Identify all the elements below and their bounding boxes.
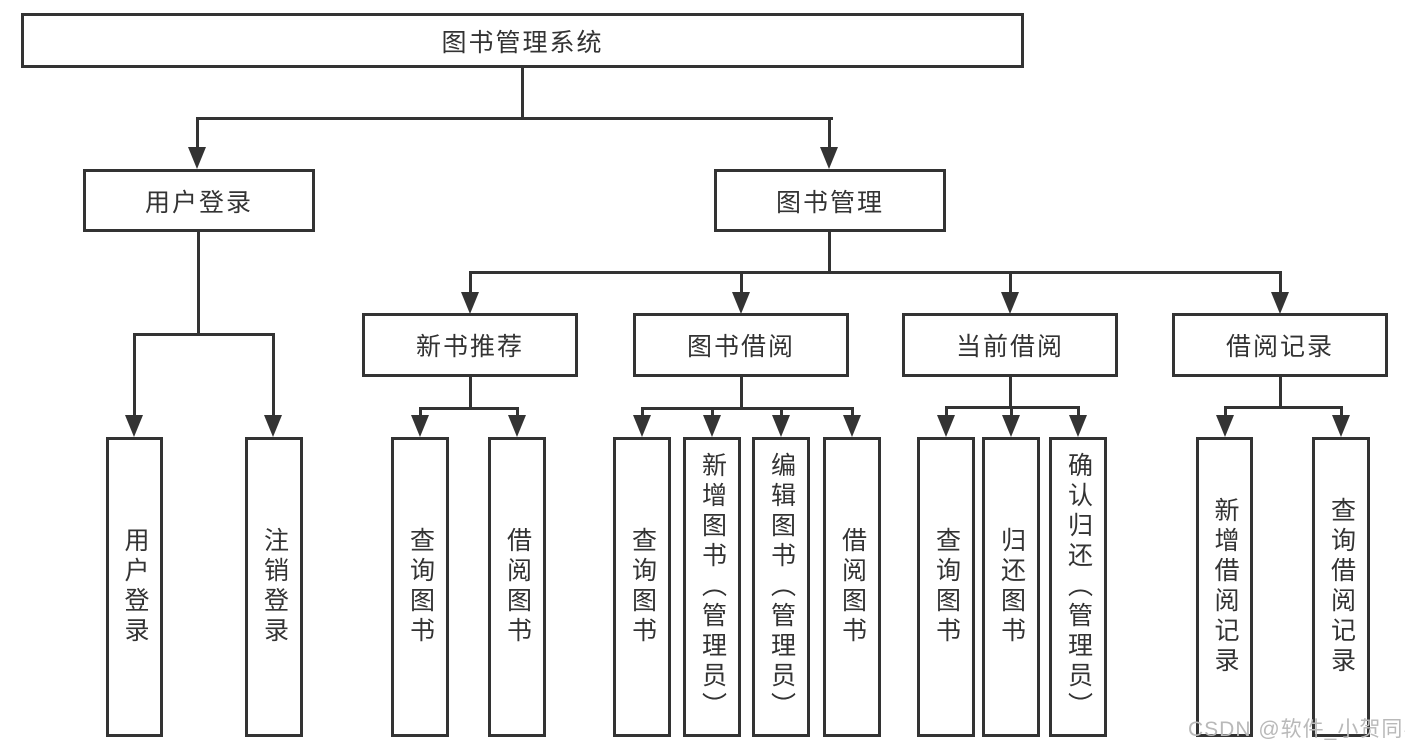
connector-line: [469, 271, 472, 294]
connector-line: [196, 117, 833, 120]
connector-line: [1340, 406, 1343, 417]
arrow-down-icon: [820, 147, 838, 169]
connector-line: [828, 232, 831, 273]
connector-line: [945, 406, 948, 417]
arrow-down-icon: [508, 415, 526, 437]
connector-line: [133, 333, 136, 415]
arrow-down-icon: [937, 415, 955, 437]
arrow-down-icon: [772, 415, 790, 437]
leaf-query-borrow-record: 查询借阅记录: [1312, 437, 1370, 737]
connector-line: [828, 117, 831, 150]
leaf-confirm-return-admin: 确认归还（管理员）: [1049, 437, 1107, 737]
connector-line: [1077, 406, 1080, 417]
connector-line: [469, 271, 1282, 274]
arrow-down-icon: [633, 415, 651, 437]
leaf-borrow-books: 借阅图书: [823, 437, 881, 737]
connector-line: [740, 271, 743, 294]
arrow-down-icon: [1002, 415, 1020, 437]
connector-line: [1010, 406, 1013, 417]
leaf-logout: 注销登录: [245, 437, 303, 737]
node-current-borrowing: 当前借阅: [902, 313, 1118, 377]
connector-line: [851, 407, 854, 417]
leaf-add-books-admin: 新增图书（管理员）: [683, 437, 741, 737]
node-new-book-recommendation: 新书推荐: [362, 313, 578, 377]
leaf-user-login: 用户登录: [106, 437, 163, 737]
connector-line: [521, 68, 524, 119]
arrow-down-icon: [1069, 415, 1087, 437]
leaf-query-books: 查询图书: [391, 437, 449, 737]
connector-line: [1009, 271, 1012, 294]
connector-line: [1279, 271, 1282, 294]
node-book-management: 图书管理: [714, 169, 946, 232]
connector-line: [1009, 377, 1012, 409]
csdn-watermark: CSDN @软件_小贺同学: [1188, 718, 1405, 741]
node-user-login: 用户登录: [83, 169, 315, 232]
leaf-borrow-books: 借阅图书: [488, 437, 546, 737]
arrow-down-icon: [1001, 292, 1019, 314]
arrow-down-icon: [703, 415, 721, 437]
arrow-down-icon: [1332, 415, 1350, 437]
connector-line: [196, 117, 199, 150]
connector-line: [197, 232, 200, 335]
node-book-borrowing: 图书借阅: [633, 313, 849, 377]
connector-line: [780, 407, 783, 417]
connector-line: [516, 407, 519, 417]
connector-line: [1224, 406, 1342, 409]
leaf-query-books: 查询图书: [917, 437, 975, 737]
arrow-down-icon: [1271, 292, 1289, 314]
leaf-query-books: 查询图书: [613, 437, 671, 737]
leaf-return-books: 归还图书: [982, 437, 1040, 737]
arrow-down-icon: [411, 415, 429, 437]
arrow-down-icon: [125, 415, 143, 437]
connector-line: [133, 333, 275, 336]
connector-line: [740, 377, 743, 410]
leaf-add-borrow-record: 新增借阅记录: [1196, 437, 1253, 737]
arrow-down-icon: [1216, 415, 1234, 437]
arrow-down-icon: [732, 292, 750, 314]
arrow-down-icon: [461, 292, 479, 314]
connector-line: [1279, 377, 1282, 409]
connector-line: [469, 377, 472, 410]
arrow-down-icon: [188, 147, 206, 169]
leaf-edit-books-admin: 编辑图书（管理员）: [752, 437, 810, 737]
connector-line: [1224, 406, 1227, 417]
connector-line: [419, 407, 422, 417]
arrow-down-icon: [843, 415, 861, 437]
connector-line: [272, 333, 275, 415]
arrow-down-icon: [264, 415, 282, 437]
connector-line: [641, 407, 853, 410]
node-library-management-system: 图书管理系统: [21, 13, 1024, 68]
connector-line: [711, 407, 714, 417]
connector-line: [419, 407, 519, 410]
node-borrowing-records: 借阅记录: [1172, 313, 1388, 377]
connector-line: [641, 407, 644, 417]
